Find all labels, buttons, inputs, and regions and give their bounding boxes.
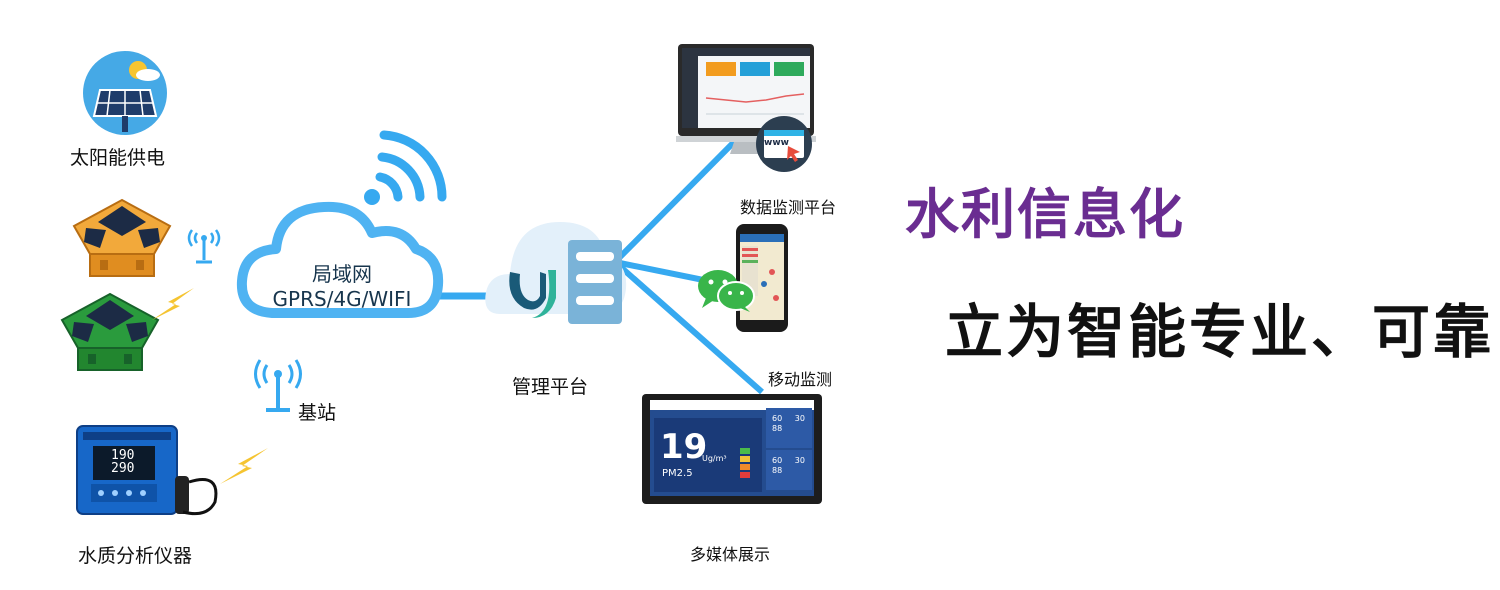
analyzer-value-2: 290 [111, 462, 161, 475]
display-big-value: 19 [660, 430, 707, 464]
lightning-icon [150, 286, 196, 322]
platform-label: 管理平台 [512, 372, 588, 399]
side-value-3: 88 [772, 424, 782, 433]
water-analyzer-label: 水质分析仪器 [78, 541, 192, 568]
side-value-1: 60 [772, 414, 782, 423]
wifi-icon [364, 135, 442, 205]
antenna-icon [184, 220, 224, 266]
side-value-5: 30 [795, 456, 805, 465]
browser-badge: www [764, 138, 789, 148]
cloud-line-1: 局域网 [262, 258, 422, 287]
base-station-label: 基站 [298, 398, 336, 425]
data-platform-label: 数据监测平台 [740, 194, 836, 218]
mobile-label: 移动监测 [768, 366, 832, 390]
side-value-2: 30 [795, 414, 805, 423]
server-icon [480, 202, 630, 332]
orange-buoy-icon [62, 196, 182, 286]
multimedia-label: 多媒体展示 [690, 541, 770, 565]
cloud-text: 局域网 GPRS/4G/WIFI [262, 258, 422, 311]
headline: 水利信息化 [905, 170, 1185, 249]
side-value-4: 60 [772, 456, 782, 465]
slogan: 立为智能专业、可靠 [945, 285, 1494, 369]
lightning-icon-2 [218, 446, 270, 486]
display-pollutant: PM2.5 [662, 468, 693, 479]
solar-label: 太阳能供电 [70, 143, 165, 170]
cloud-line-2: GPRS/4G/WIFI [262, 287, 422, 311]
wechat-icon [696, 266, 758, 314]
side-value-6: 88 [772, 466, 782, 475]
solar-panel-icon [80, 48, 170, 138]
display-side-panel-1: 60 30 88 [772, 414, 805, 434]
analyzer-screen: 190 290 [111, 449, 161, 475]
display-unit: Ug/m³ [702, 454, 727, 463]
display-side-panel-2: 60 30 88 [772, 456, 805, 476]
